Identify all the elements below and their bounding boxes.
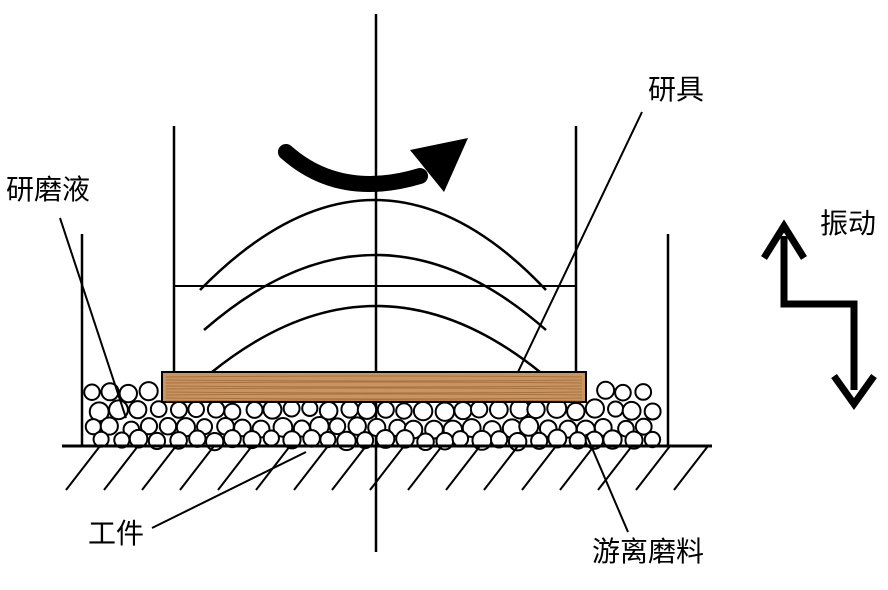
abrasive-grain (614, 383, 632, 402)
abrasive-grain (395, 429, 415, 449)
abrasive-grain (621, 400, 642, 421)
abrasive-grain (223, 402, 242, 421)
curved-arrow-icon (278, 138, 468, 192)
abrasive-grain (128, 400, 148, 420)
abrasive-grain (624, 430, 644, 450)
abrasive-grain (302, 429, 321, 448)
label-lapping-tool: 研具 (648, 73, 705, 106)
abrasive-grain (602, 429, 623, 450)
wood-grain (165, 375, 583, 378)
abrasive-grain (262, 399, 283, 420)
abrasive-grain (584, 398, 605, 419)
leader-tool (517, 111, 643, 373)
abrasive-grain (83, 383, 101, 401)
abrasive-grain (100, 382, 120, 402)
leader-abrasive (585, 433, 629, 533)
hatch-line (179, 445, 215, 491)
abrasive-grain (453, 400, 473, 421)
abrasive-grain (158, 417, 178, 436)
hatch-line (483, 445, 519, 491)
abrasive-grain (434, 401, 456, 422)
hatch-line (65, 445, 101, 491)
abrasive-grain (301, 399, 319, 417)
hatch-line (673, 445, 709, 491)
abrasive-grain (205, 431, 225, 452)
hatch-line (597, 445, 633, 491)
vibration-arc-2 (203, 253, 547, 331)
abrasive-grain (128, 428, 149, 449)
leader-slurry (59, 217, 127, 419)
abrasive-grain (566, 401, 586, 422)
workpiece-hatching (65, 445, 709, 491)
abrasive-grain (518, 415, 540, 437)
abrasive-grain (416, 432, 435, 452)
abrasive-grain (99, 416, 119, 436)
abrasive-grain (108, 399, 129, 421)
abrasive-grain (328, 417, 347, 436)
abrasive-grain (356, 399, 378, 420)
hatch-line (331, 445, 367, 491)
abrasive-grain (188, 429, 207, 448)
hatch-line (103, 445, 139, 491)
abrasive-grain (489, 430, 509, 449)
abrasive-grain (412, 400, 434, 422)
wood-grain (165, 379, 583, 382)
abrasive-grain (376, 400, 395, 419)
label-slurry: 研磨液 (6, 173, 91, 206)
abrasive-grain (245, 400, 264, 419)
abrasive-grain (206, 400, 226, 419)
abrasive-grain (242, 430, 262, 450)
label-vibration: 振动 (820, 207, 877, 240)
lapping-tool-plate (161, 371, 587, 403)
wood-grain (165, 399, 583, 402)
hatch-line (369, 445, 405, 491)
vibration-arc-1 (199, 198, 547, 291)
wood-grain (165, 397, 583, 400)
label-free-abrasive: 游离磨料 (592, 535, 705, 568)
abrasive-grain (634, 417, 653, 436)
abrasive-grain (340, 399, 360, 419)
abrasive-grain (643, 402, 662, 421)
abrasive-grain (488, 399, 509, 420)
wood-grain (165, 393, 583, 396)
abrasive-grain (375, 428, 396, 449)
abrasive-grain (138, 381, 159, 402)
hatch-line (445, 445, 481, 491)
abrasive-grain (149, 400, 168, 418)
hatch-line (407, 445, 443, 491)
hatch-line (521, 445, 557, 491)
leader-workpiece (151, 451, 307, 529)
zigzag-double-arrow-icon (761, 219, 877, 411)
abrasive-grain (347, 416, 367, 436)
wood-grain (165, 381, 583, 384)
hatch-line (141, 445, 177, 491)
abrasive-grain (118, 383, 138, 404)
abrasive-grain (139, 417, 159, 436)
hatch-line (635, 445, 671, 491)
vibration-arc-3 (211, 304, 541, 373)
hatch-line (217, 445, 253, 491)
abrasive-grain (262, 429, 280, 447)
wood-grain (165, 385, 583, 388)
abrasive-grain (451, 430, 470, 448)
abrasive-grain (187, 400, 205, 419)
hatch-line (559, 445, 595, 491)
wood-grain (165, 387, 583, 390)
label-workpiece: 工件 (88, 517, 145, 550)
abrasive-grain (395, 402, 413, 420)
wood-grain (165, 391, 583, 394)
abrasive-grain (282, 430, 302, 450)
abrasive-grain (526, 399, 546, 420)
abrasive-grain (596, 380, 616, 400)
hatch-line (293, 445, 329, 491)
abrasive-grain (634, 383, 653, 401)
abrasive-grain (607, 400, 625, 418)
abrasive-grain (169, 400, 188, 419)
abrasive-particles (83, 380, 662, 452)
abrasive-grain (469, 400, 489, 419)
